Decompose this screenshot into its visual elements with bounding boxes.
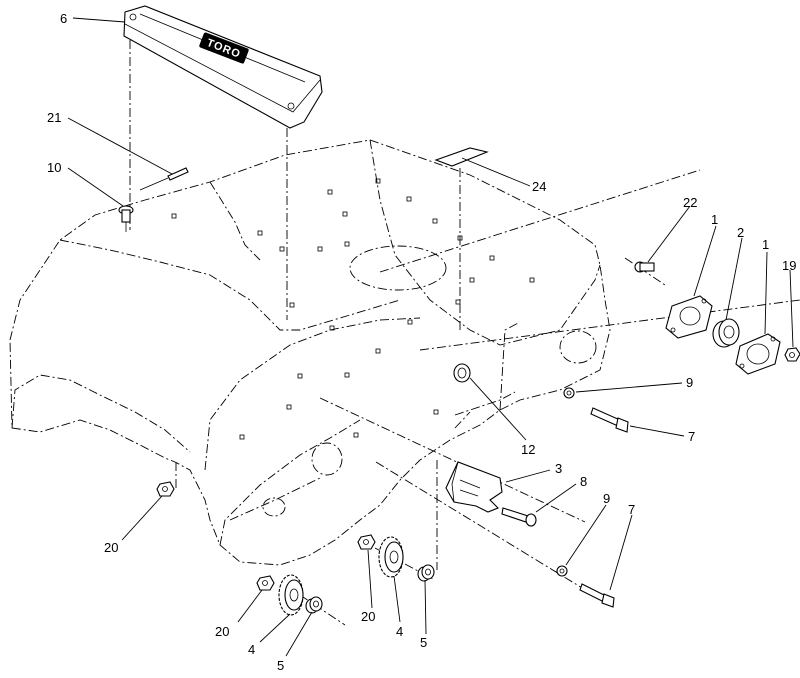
callout-5b: 5	[420, 635, 427, 650]
sprocket-right	[378, 536, 404, 578]
spacer-right	[417, 564, 435, 582]
callout-20a: 20	[104, 540, 118, 555]
callout-9b: 9	[603, 491, 610, 506]
callout-8: 8	[580, 474, 587, 489]
bearing	[712, 318, 740, 348]
bearing-flange-right	[735, 333, 781, 375]
callout-5a: 5	[277, 658, 284, 673]
bushing	[453, 363, 471, 383]
callout-2: 2	[737, 225, 744, 240]
callout-21: 21	[47, 110, 61, 125]
washer-lower	[556, 565, 568, 577]
callout-10: 10	[47, 160, 61, 175]
assembly-centerlines	[129, 40, 800, 626]
callout-1b: 1	[762, 237, 769, 252]
callout-20b: 20	[215, 624, 229, 639]
callout-24: 24	[532, 179, 546, 194]
callout-12: 12	[521, 442, 535, 457]
bolt-upper	[590, 407, 629, 433]
callout-3: 3	[555, 461, 562, 476]
spacer-left	[305, 596, 323, 614]
idler-bracket	[445, 461, 503, 513]
callout-9a: 9	[686, 375, 693, 390]
callout-19: 19	[782, 258, 796, 273]
callout-7a: 7	[688, 429, 695, 444]
callout-20c: 20	[361, 609, 375, 624]
lock-nut-sprocket-right	[357, 534, 376, 550]
callout-4a: 4	[248, 642, 255, 657]
callout-labels: 6 21 10 24 22 1 2 1 19 9 7 12 3 8 9 7 20…	[47, 11, 796, 673]
lock-nut-left	[156, 481, 175, 497]
callout-4b: 4	[396, 624, 403, 639]
bearing-flange-left	[665, 295, 713, 339]
washer-upper	[563, 387, 575, 399]
housing-frame	[9, 139, 611, 566]
hair-pin-clip	[139, 167, 189, 191]
callout-22: 22	[683, 195, 697, 210]
callout-1a: 1	[711, 212, 718, 227]
lock-nut-sprocket-left	[256, 575, 275, 591]
callout-6: 6	[60, 11, 67, 26]
sprocket-left	[278, 574, 304, 616]
callout-7b: 7	[628, 502, 635, 517]
bolt-lower	[579, 583, 615, 608]
plunger-knob	[118, 205, 134, 232]
callout-leaders	[67, 17, 794, 657]
shoulder-bolt	[501, 507, 537, 527]
flange-nut	[784, 347, 800, 362]
handle-cover: TORO	[123, 5, 323, 129]
decal	[434, 147, 489, 167]
carriage-bolt	[634, 261, 655, 273]
